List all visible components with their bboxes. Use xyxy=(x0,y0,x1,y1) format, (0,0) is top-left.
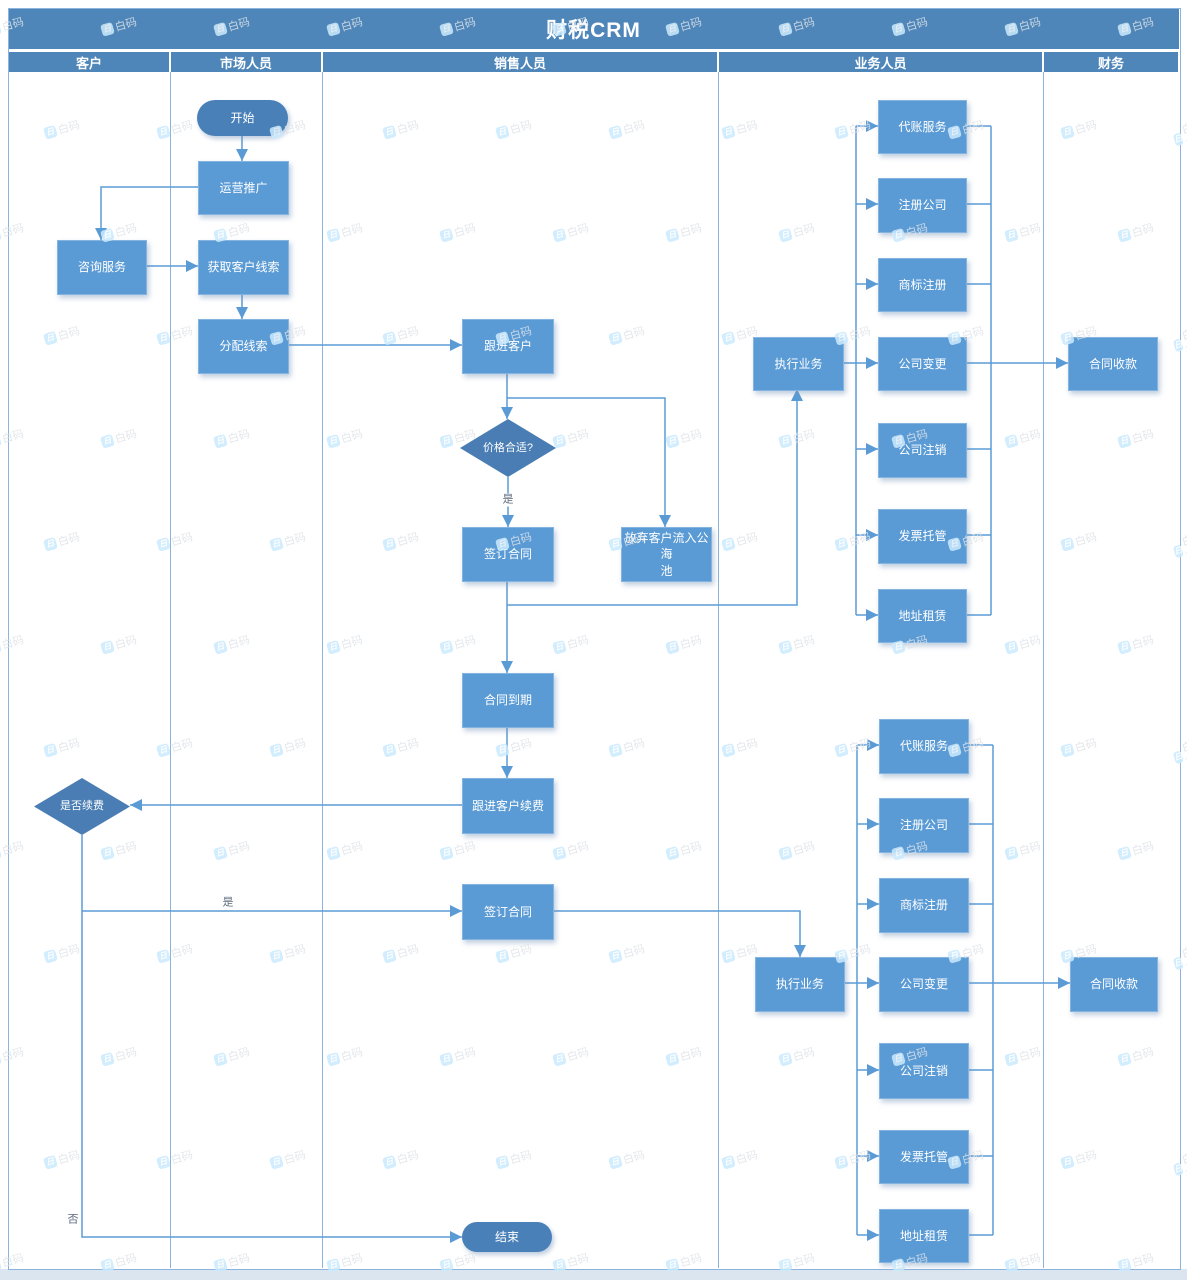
connector-9 xyxy=(507,389,803,606)
node-svc2-change: 公司变更 xyxy=(879,957,969,1012)
lane-header-4: 财务 xyxy=(1044,52,1178,72)
node-exec-2: 执行业务 xyxy=(755,957,845,1012)
lane-header-1: 市场人员 xyxy=(171,52,321,72)
edge-label-1: 是 xyxy=(220,896,236,910)
node-svc1-trademark: 商标注册 xyxy=(878,258,967,312)
node-collect-1: 合同收款 xyxy=(1068,337,1158,391)
node-assign-leads: 分配线索 xyxy=(198,319,289,374)
edge-label-0: 是 xyxy=(500,493,516,507)
node-consult: 咨询服务 xyxy=(57,240,147,295)
node-svc2-cancel: 公司注销 xyxy=(879,1043,969,1099)
node-collect-2: 合同收款 xyxy=(1070,957,1158,1012)
node-expire: 合同到期 xyxy=(462,673,554,728)
node-svc2-trademark: 商标注册 xyxy=(879,878,969,933)
edge-label-2: 否 xyxy=(65,1213,81,1227)
node-svc1-register: 注册公司 xyxy=(878,178,967,233)
page-bottom-strip xyxy=(0,1269,1187,1280)
node-svc2-register: 注册公司 xyxy=(879,798,969,853)
node-start: 开始 xyxy=(197,100,288,136)
connector-12 xyxy=(81,835,462,1243)
connector-1 xyxy=(95,186,198,240)
node-svc1-bookkeeping: 代账服务 xyxy=(878,100,967,154)
diagram-title: 财税CRM xyxy=(8,8,1179,49)
lane-body-3 xyxy=(718,72,1044,1268)
node-svc1-address: 地址租赁 xyxy=(878,589,967,643)
node-svc2-address: 地址租赁 xyxy=(879,1209,969,1263)
lane-body-2 xyxy=(322,72,719,1268)
node-renew-follow: 跟进客户续费 xyxy=(462,778,554,834)
node-promo: 运营推广 xyxy=(198,161,289,215)
connector-6 xyxy=(507,397,671,527)
connector-14 xyxy=(552,910,806,957)
node-sign-1: 签订合同 xyxy=(462,527,554,582)
node-sign-2: 签订合同 xyxy=(462,884,554,940)
node-abandon: 放弃客户流入公海 池 xyxy=(621,527,712,582)
lane-body-1 xyxy=(170,72,323,1268)
node-exec-1: 执行业务 xyxy=(753,337,844,391)
node-follow-up: 跟进客户 xyxy=(462,319,554,374)
lane-header-2: 销售人员 xyxy=(323,52,717,72)
node-svc1-change: 公司变更 xyxy=(878,337,967,391)
node-svc2-bookkeeping: 代账服务 xyxy=(879,719,969,774)
node-get-leads: 获取客户线索 xyxy=(198,240,289,295)
node-svc2-invoice: 发票托管 xyxy=(879,1130,969,1184)
node-end: 结束 xyxy=(462,1222,552,1252)
node-svc1-invoice: 发票托管 xyxy=(878,509,967,564)
lane-header-0: 客户 xyxy=(9,52,169,72)
node-svc1-cancel: 公司注销 xyxy=(878,423,967,478)
lane-header-3: 业务人员 xyxy=(719,52,1042,72)
